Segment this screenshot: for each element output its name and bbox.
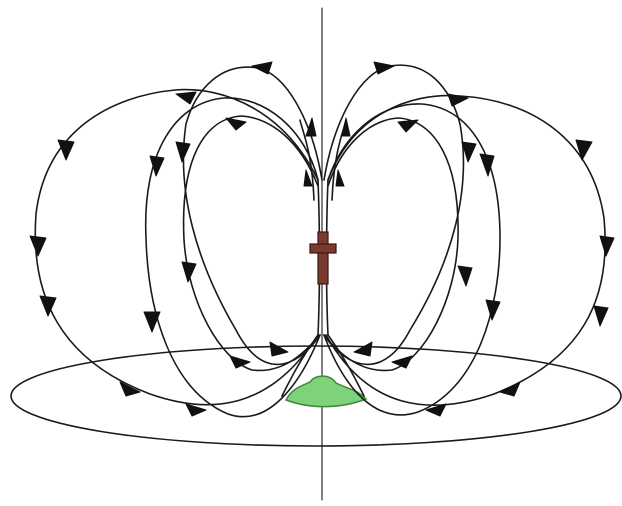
cross-horizontal-bar	[310, 244, 336, 253]
cross-vertical-bar	[318, 232, 328, 284]
